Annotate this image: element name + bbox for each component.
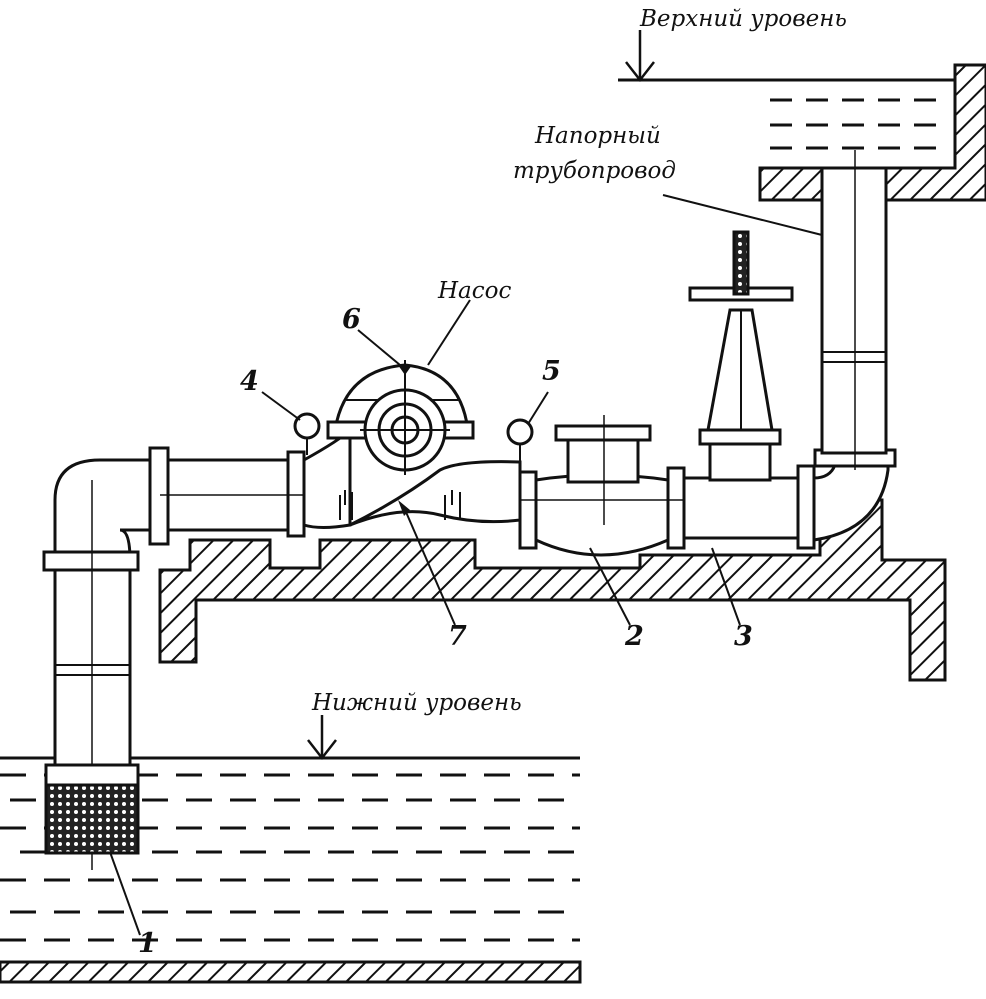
pressure-pipeline-label-line2: трубопровод bbox=[513, 158, 676, 184]
foundation bbox=[158, 498, 947, 682]
gate-valve bbox=[682, 230, 816, 550]
callout-2: 2 bbox=[624, 621, 644, 652]
callout-3: 3 bbox=[734, 621, 753, 652]
pump-body bbox=[293, 360, 534, 529]
lower-level-label: Нижний уровень bbox=[311, 690, 522, 716]
leader-lines bbox=[109, 194, 823, 936]
suction-pipe bbox=[42, 446, 330, 870]
callout-1: 1 bbox=[138, 928, 157, 959]
callout-4: 4 bbox=[240, 366, 259, 397]
check-valve bbox=[518, 415, 820, 557]
callout-7: 7 bbox=[448, 621, 467, 652]
pump-label: Насос bbox=[437, 278, 511, 304]
upper-level-label: Верхний уровень bbox=[639, 6, 847, 32]
pressure-pipeline-label-line1: Напорный bbox=[534, 123, 661, 149]
callout-6: 6 bbox=[342, 304, 361, 335]
discharge-pipe bbox=[812, 150, 897, 542]
callout-5: 5 bbox=[542, 356, 561, 387]
foot-valve-strainer bbox=[44, 763, 140, 855]
